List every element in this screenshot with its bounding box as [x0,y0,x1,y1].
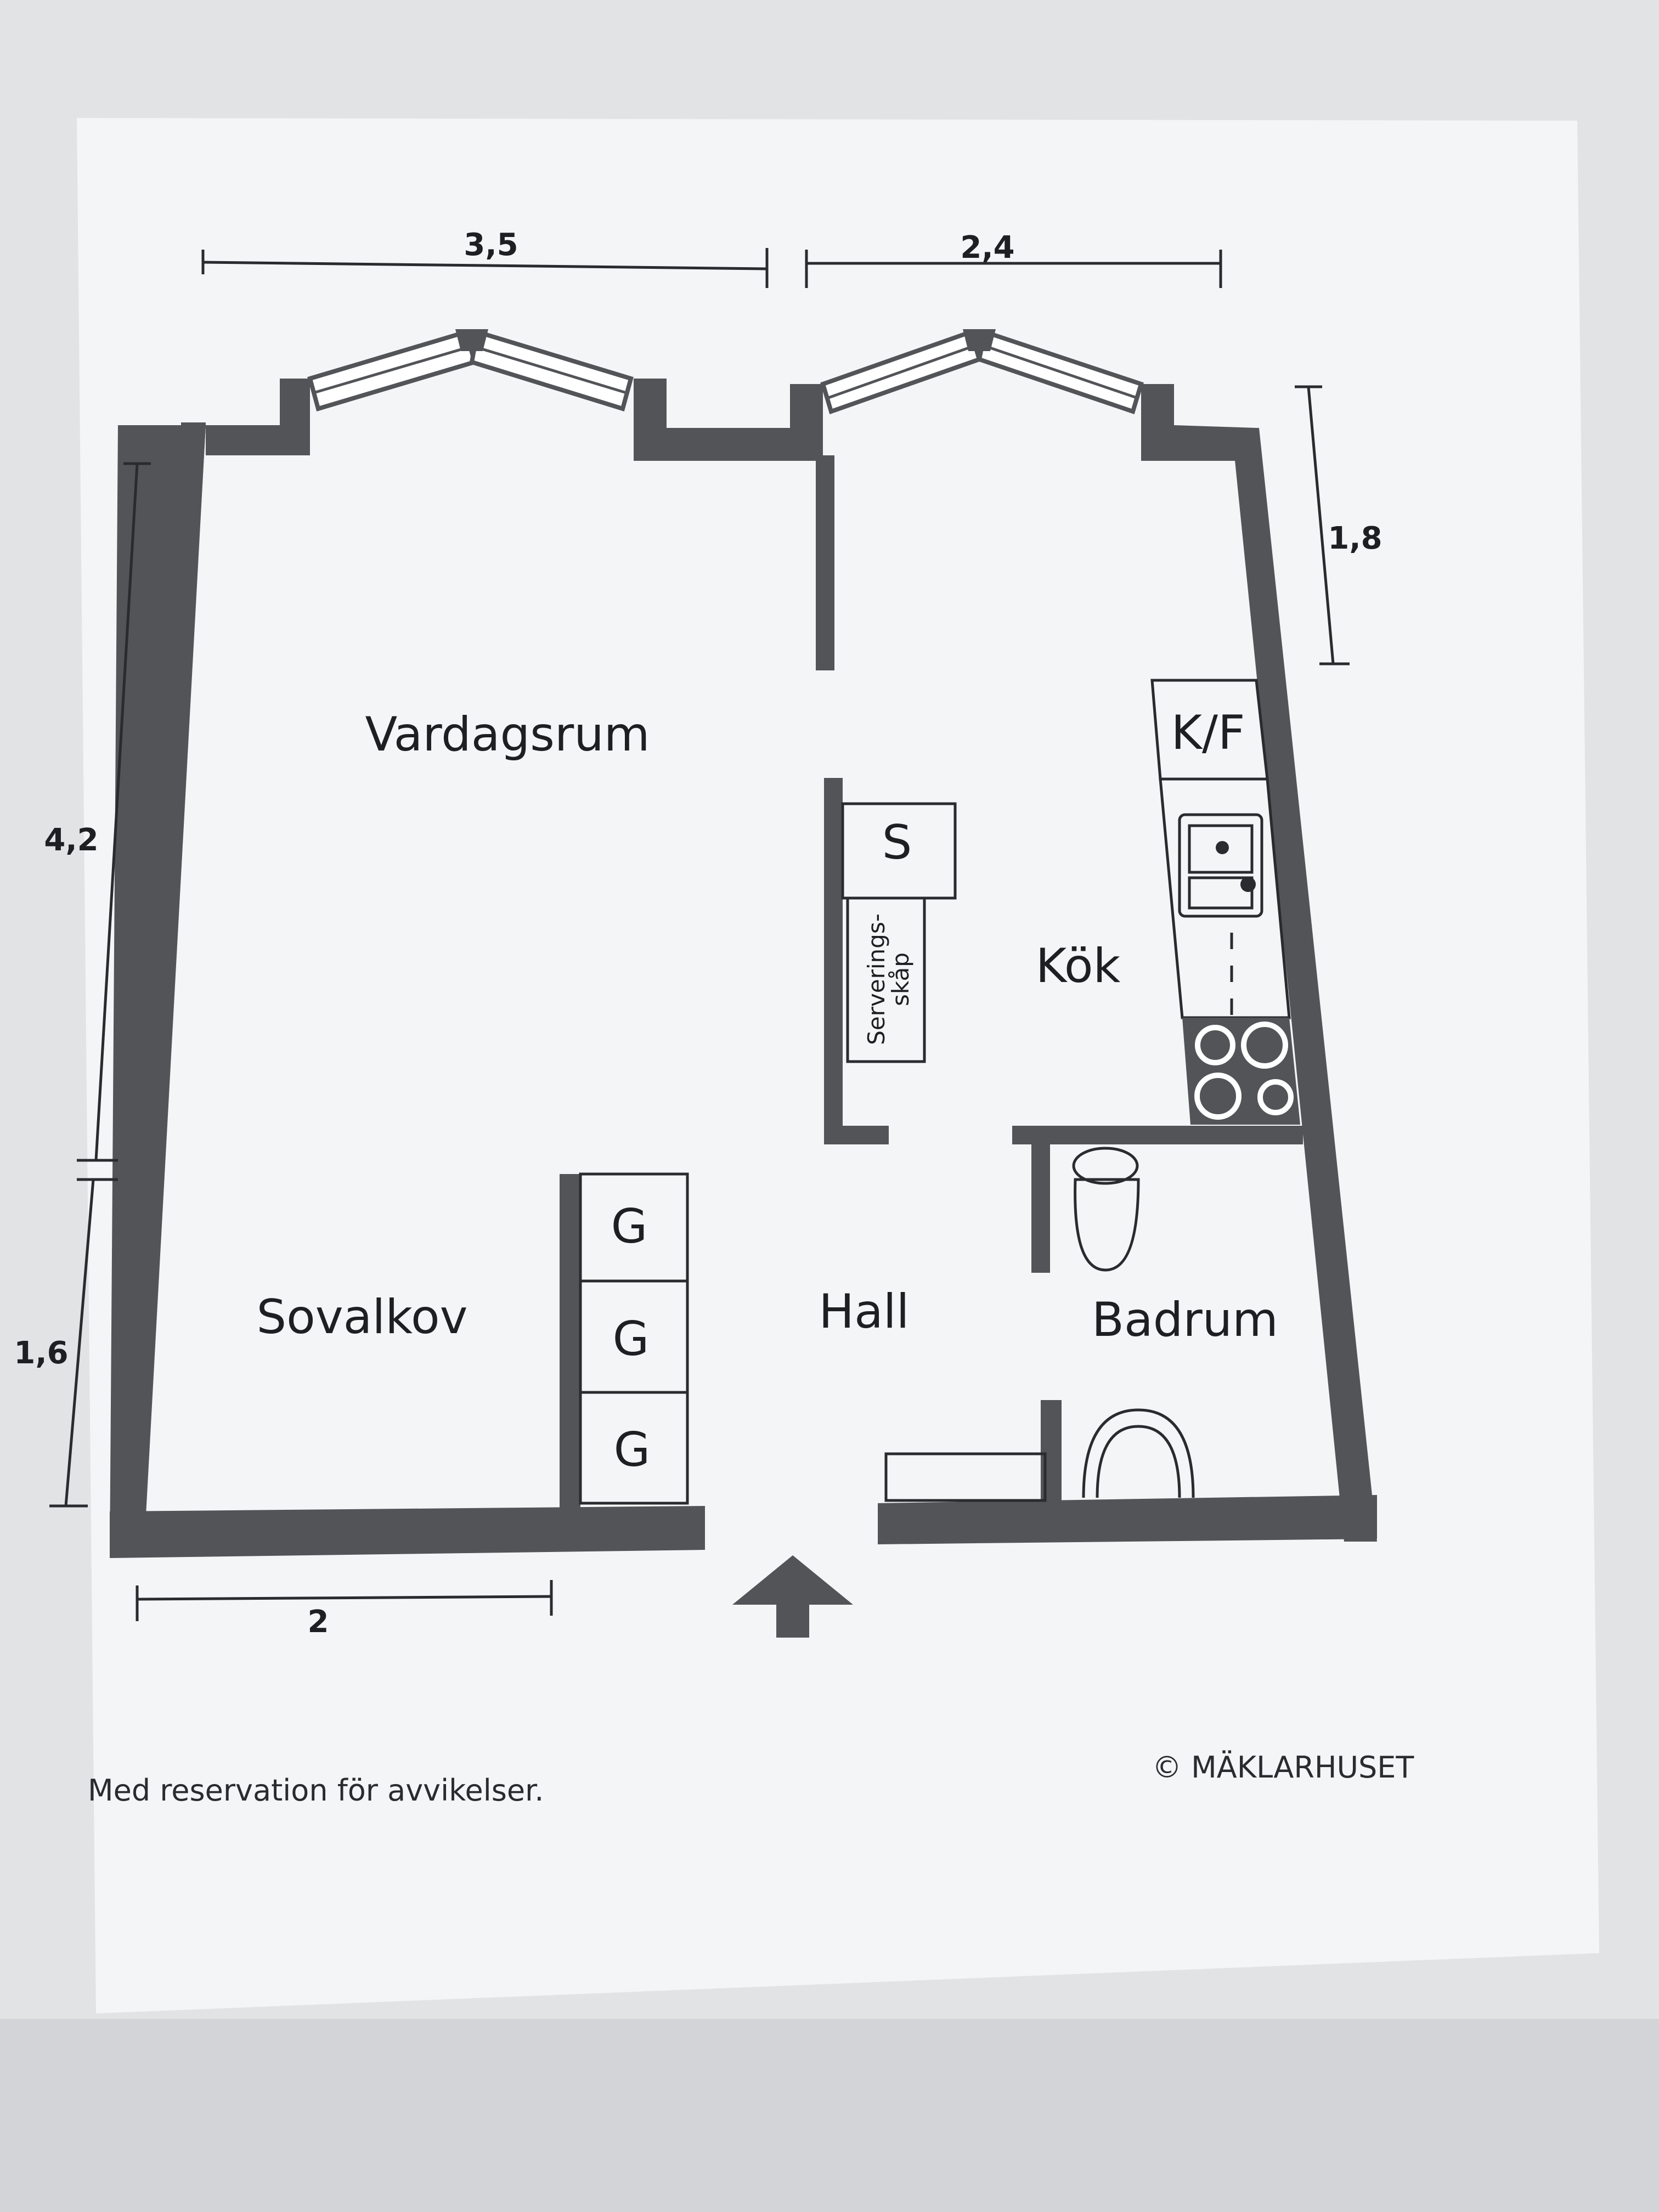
window-glazing-lines [315,344,1137,399]
wall-mid-left-segment [634,379,790,461]
washbasin [1082,1408,1195,1498]
footer-disclaimer: Med reservation för avvikelser. [88,1773,544,1808]
toilet-tank [1072,1147,1139,1185]
dimension-left-upper: 4,2 [44,822,98,858]
room-label-kok: Kök [1036,939,1121,994]
walls [110,379,1377,1558]
kitchen-sink [1178,813,1263,918]
wall-right [1232,428,1377,1542]
label-s: S [882,815,912,870]
wall-top-left-segment [181,422,310,455]
room-label-badrum: Badrum [1092,1293,1278,1347]
label-serverings-line1: Serverings- [863,913,890,1045]
sink-taps [1216,841,1256,892]
wall-bottom-left [110,1506,705,1558]
room-label-hall: Hall [819,1284,909,1339]
dimension-top-left: 3,5 [464,227,518,263]
toilet-bowl [1074,1178,1140,1272]
dimension-lines [49,248,1350,1621]
stove [1182,1018,1300,1125]
label-kf: K/F [1171,706,1245,760]
room-label-sovalkov: Sovalkov [257,1290,468,1345]
label-g-1: G [611,1199,648,1254]
wall-serverings-foot [824,1126,889,1144]
label-g-3: G [614,1423,651,1477]
wall-bottom-right [878,1495,1377,1544]
dimension-bottom: 2 [308,1604,329,1640]
serverings-label: Serverings- skåp [863,913,914,1045]
dimension-left-lower: 1,6 [14,1335,68,1371]
wall-right-window-jamb-left [790,384,823,461]
wall-left-window-jamb [280,379,310,455]
label-serverings-line2: skåp [887,952,914,1006]
label-g-2: G [613,1312,650,1367]
entrance-arrow-icon [732,1555,853,1638]
wall-bathroom-top [1012,1126,1303,1144]
wall-interior-stub [816,455,834,670]
wall-left [118,425,206,1525]
wall-top-right-segment [1141,384,1256,461]
wall-bathroom-left [1031,1126,1050,1273]
dimension-top-right: 2,4 [960,230,1014,266]
wardrobe-column [579,1172,689,1505]
sink-basin-1 [1188,824,1254,874]
dimension-right: 1,8 [1328,521,1382,556]
sink-basin-2 [1188,876,1254,910]
fixtures [579,679,1291,1505]
wall-serverings [824,778,843,1144]
wall-sovalkov [560,1174,580,1514]
room-label-vardagsrum: Vardagsrum [365,707,650,762]
table-shadow [0,2019,1659,2212]
footer-copyright: © MÄKLARHUSET [1152,1750,1414,1785]
hall-bench [884,1452,1047,1502]
serverings-cabinet [846,896,926,1063]
